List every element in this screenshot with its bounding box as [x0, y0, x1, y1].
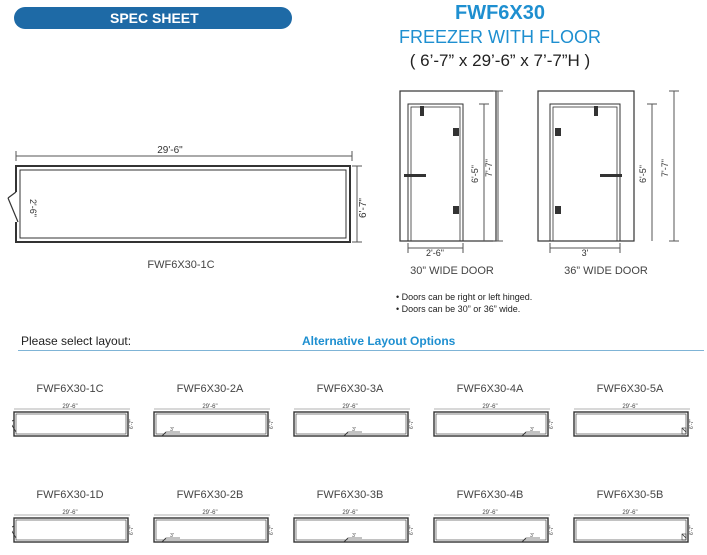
- product-subtitle: FREEZER WITH FLOOR: [399, 27, 601, 47]
- svg-text:29'-6": 29'-6": [482, 510, 497, 516]
- layout-option-thumbnail[interactable]: 29'-6" 6'-7" 3': [432, 402, 556, 442]
- svg-text:6'-7": 6'-7": [549, 419, 555, 429]
- model-number: FWF6X30: [454, 2, 546, 24]
- svg-text:29'-6": 29'-6": [62, 510, 77, 516]
- svg-text:29'-6": 29'-6": [482, 404, 497, 410]
- svg-text:3': 3': [530, 427, 534, 433]
- svg-text:6'-7": 6'-7": [409, 525, 415, 535]
- layout-option-label[interactable]: FWF6X30-1C: [36, 383, 104, 395]
- section-divider: [18, 350, 704, 351]
- layout-option-label[interactable]: FWF6X30-5B: [596, 489, 664, 501]
- layout-option-label[interactable]: FWF6X30-3B: [316, 489, 384, 501]
- door30-outer-height: 7'-7": [484, 159, 494, 177]
- svg-text:29'-6": 29'-6": [202, 404, 217, 410]
- floor-width-label: 6'-7": [358, 198, 369, 218]
- layout-option-label[interactable]: FWF6X30-3A: [316, 383, 384, 395]
- layout-option-label[interactable]: FWF6X30-4B: [456, 489, 524, 501]
- layout-option-label[interactable]: FWF6X30-1D: [36, 489, 104, 501]
- note-hinge: • Doors can be right or left hinged.: [396, 292, 533, 302]
- floor-length-label: 29'-6": [157, 145, 183, 156]
- layout-option-thumbnail[interactable]: 29'-6" 6'-7" 3': [152, 508, 276, 548]
- layout-option-label[interactable]: FWF6X30-2B: [176, 489, 244, 501]
- door-elevation-30: 6'-5" 7'-7" 2'-6": [399, 90, 503, 258]
- svg-text:29'-6": 29'-6": [202, 510, 217, 516]
- door30-width: 2'-6": [426, 248, 444, 258]
- layout-option-thumbnail[interactable]: 29'-6" 6'-7" 3': [432, 508, 556, 548]
- svg-text:3': 3': [352, 427, 356, 433]
- svg-text:29'-6": 29'-6": [342, 510, 357, 516]
- alt-layout-heading: Alternative Layout Options: [302, 334, 456, 348]
- svg-text:6'-7": 6'-7": [269, 419, 275, 429]
- door36-outer-height: 7'-7": [660, 159, 670, 177]
- door36-inner-height: 6'-5": [638, 165, 648, 183]
- door36-caption: 36” WIDE DOOR: [564, 265, 648, 277]
- svg-text:6'-7": 6'-7": [689, 525, 695, 535]
- floor-plan-drawing: 29'-6" 6'-7" 2'-6": [7, 145, 369, 243]
- layout-option-label[interactable]: FWF6X30-5A: [596, 383, 664, 395]
- layout-option-thumbnail[interactable]: 29'-6" 6'-7" 3': [292, 402, 416, 442]
- door36-width: 3': [582, 248, 589, 258]
- svg-text:3': 3': [170, 533, 174, 539]
- svg-text:3': 3': [530, 533, 534, 539]
- layout-option-thumbnail[interactable]: 29'-6" 6'-7" 3': [152, 402, 276, 442]
- svg-text:6'-7": 6'-7": [549, 525, 555, 535]
- svg-text:29'-6": 29'-6": [62, 404, 77, 410]
- product-dimensions: ( 6’-7” x 29’-6” x 7’-7”H ): [409, 51, 591, 70]
- svg-text:29'-6": 29'-6": [622, 510, 637, 516]
- svg-text:3': 3': [352, 533, 356, 539]
- layout-option-label[interactable]: FWF6X30-2A: [176, 383, 244, 395]
- layout-option-thumbnail[interactable]: 29'-6" 6'-7" 3': [292, 508, 416, 548]
- layout-option-label[interactable]: FWF6X30-4A: [456, 383, 524, 395]
- svg-text:29'-6": 29'-6": [622, 404, 637, 410]
- svg-text:6'-7": 6'-7": [129, 525, 135, 535]
- door-elevation-36: 6'-5" 7'-7" 3': [537, 90, 679, 258]
- layout-option-thumbnail[interactable]: 29'-6" 6'-7": [12, 402, 136, 442]
- door30-inner-height: 6'-5": [470, 165, 480, 183]
- layout-option-thumbnail[interactable]: 29'-6" 6'-7": [572, 508, 696, 548]
- svg-text:3': 3': [170, 427, 174, 433]
- floor-door-label: 2'-6": [28, 199, 38, 217]
- door30-caption: 30” WIDE DOOR: [410, 265, 494, 277]
- select-layout-label: Please select layout:: [21, 334, 132, 348]
- floor-plan-caption: FWF6X30-1C: [147, 259, 215, 271]
- svg-text:29'-6": 29'-6": [342, 404, 357, 410]
- svg-text:6'-7": 6'-7": [269, 525, 275, 535]
- spec-sheet-banner: SPEC SHEET: [14, 7, 292, 29]
- note-width: • Doors can be 30” or 36” wide.: [396, 304, 521, 314]
- svg-text:6'-7": 6'-7": [689, 419, 695, 429]
- layout-option-thumbnail[interactable]: 29'-6" 6'-7": [12, 508, 136, 548]
- svg-text:6'-7": 6'-7": [409, 419, 415, 429]
- layout-option-thumbnail[interactable]: 29'-6" 6'-7": [572, 402, 696, 442]
- svg-text:6'-7": 6'-7": [129, 419, 135, 429]
